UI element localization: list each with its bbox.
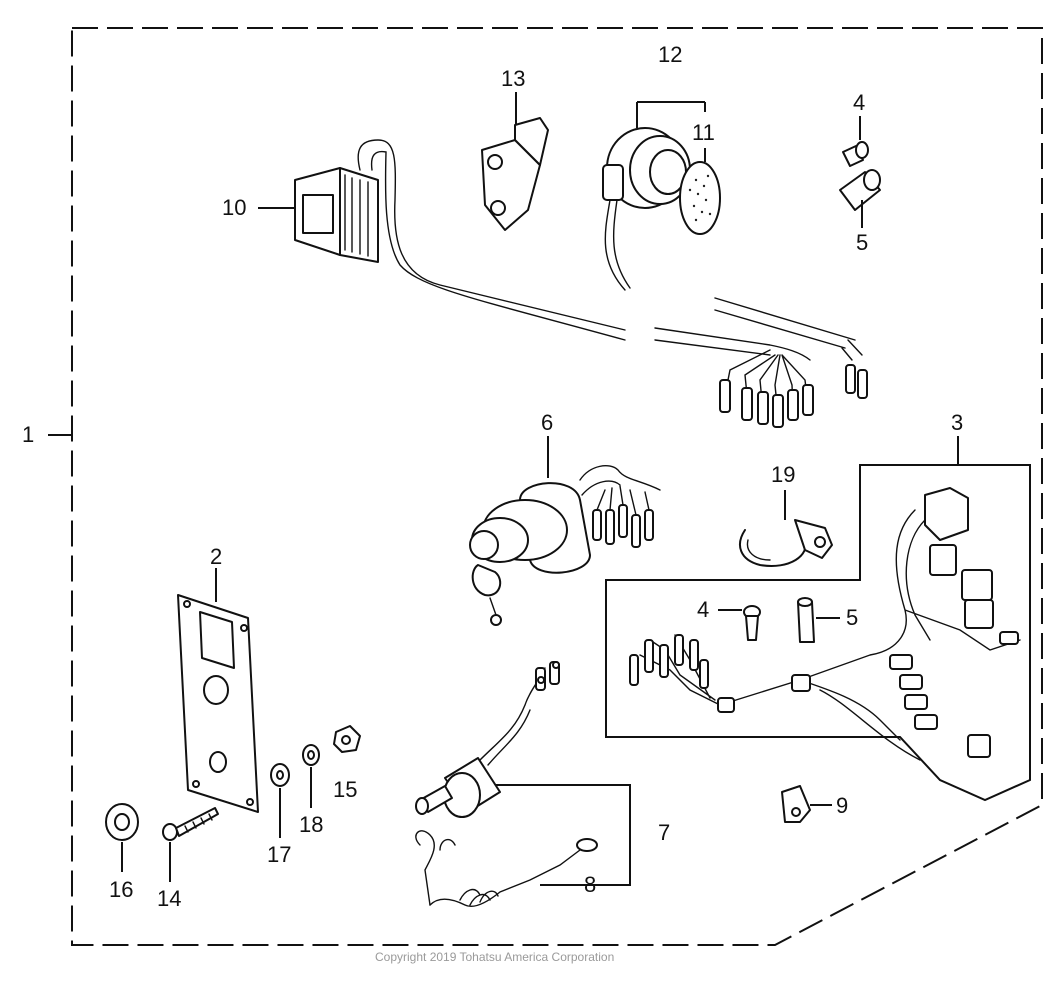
harness-subassembly-boundary <box>605 464 1031 802</box>
callout-16: 16 <box>109 877 133 902</box>
nut-16-part <box>105 803 139 841</box>
clamp-part <box>739 519 833 567</box>
copyright-notice: Copyright 2019 Tohatsu America Corporati… <box>375 950 614 964</box>
assembly-boundary <box>71 27 1043 946</box>
callout-15: 15 <box>333 777 357 802</box>
callout-8: 8 <box>584 872 596 897</box>
nut-15-part <box>333 725 361 753</box>
callout-19: 19 <box>771 462 795 487</box>
sleeve-part-inner <box>797 597 815 643</box>
lanyard-part <box>415 830 598 907</box>
clip-part <box>781 785 811 823</box>
callout-4-top: 4 <box>853 90 865 115</box>
washer-18-part <box>302 744 320 766</box>
callout-6: 6 <box>541 410 553 435</box>
callout-11: 11 <box>692 120 715 145</box>
bracket-part <box>481 117 549 231</box>
callout-12: 12 <box>658 42 682 67</box>
harness-part <box>629 487 1021 761</box>
panel-part <box>177 594 259 813</box>
callout-4-inner: 4 <box>697 597 709 622</box>
stop-switch-part <box>415 661 560 818</box>
screw-part-top <box>842 141 869 167</box>
leader-7 <box>496 784 631 886</box>
buzzer-part <box>602 127 691 291</box>
sleeve-part-top <box>839 169 881 211</box>
buzzer-cap-part <box>679 161 721 235</box>
screw-14-part <box>162 807 219 841</box>
callout-14: 14 <box>157 886 181 911</box>
callout-3: 3 <box>951 410 963 435</box>
switch-with-cable-part <box>294 139 868 428</box>
key-switch-part <box>469 464 661 626</box>
callout-5-top: 5 <box>856 230 868 255</box>
callout-18: 18 <box>299 812 323 837</box>
screw-part-inner <box>743 605 761 641</box>
callout-7: 7 <box>658 820 670 845</box>
callout-2: 2 <box>210 544 222 569</box>
callout-5-inner: 5 <box>846 605 858 630</box>
callout-17: 17 <box>267 842 291 867</box>
callout-10: 10 <box>222 195 246 220</box>
callout-1: 1 <box>22 422 34 447</box>
washer-17-part <box>270 763 290 787</box>
leader-12 <box>636 101 706 128</box>
callout-9: 9 <box>836 793 848 818</box>
callout-13: 13 <box>501 66 525 91</box>
